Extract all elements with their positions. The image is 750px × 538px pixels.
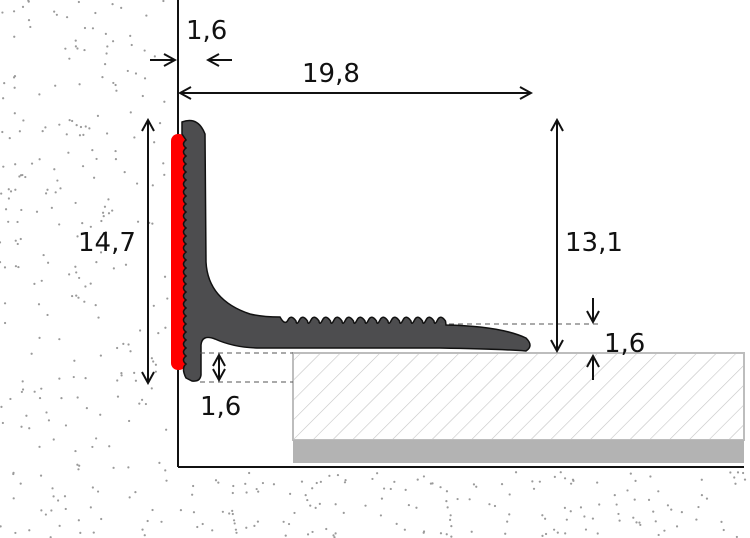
dim-flange-length-label: 19,8 (302, 59, 360, 89)
tile-hatched (292, 352, 745, 441)
dim-wall-thickness-label: 1,6 (186, 16, 227, 46)
dim-total-height-label: 14,7 (78, 228, 136, 258)
dim-flange-thickness-label: 1,6 (604, 329, 645, 359)
adhesive-strip (171, 134, 186, 370)
dim-foot-depth-label: 1,6 (200, 392, 241, 422)
tile-base (293, 440, 744, 463)
dim-leg-height-label: 13,1 (565, 228, 623, 258)
skirting-profile (181, 119, 531, 382)
guide-lines (200, 323, 598, 383)
